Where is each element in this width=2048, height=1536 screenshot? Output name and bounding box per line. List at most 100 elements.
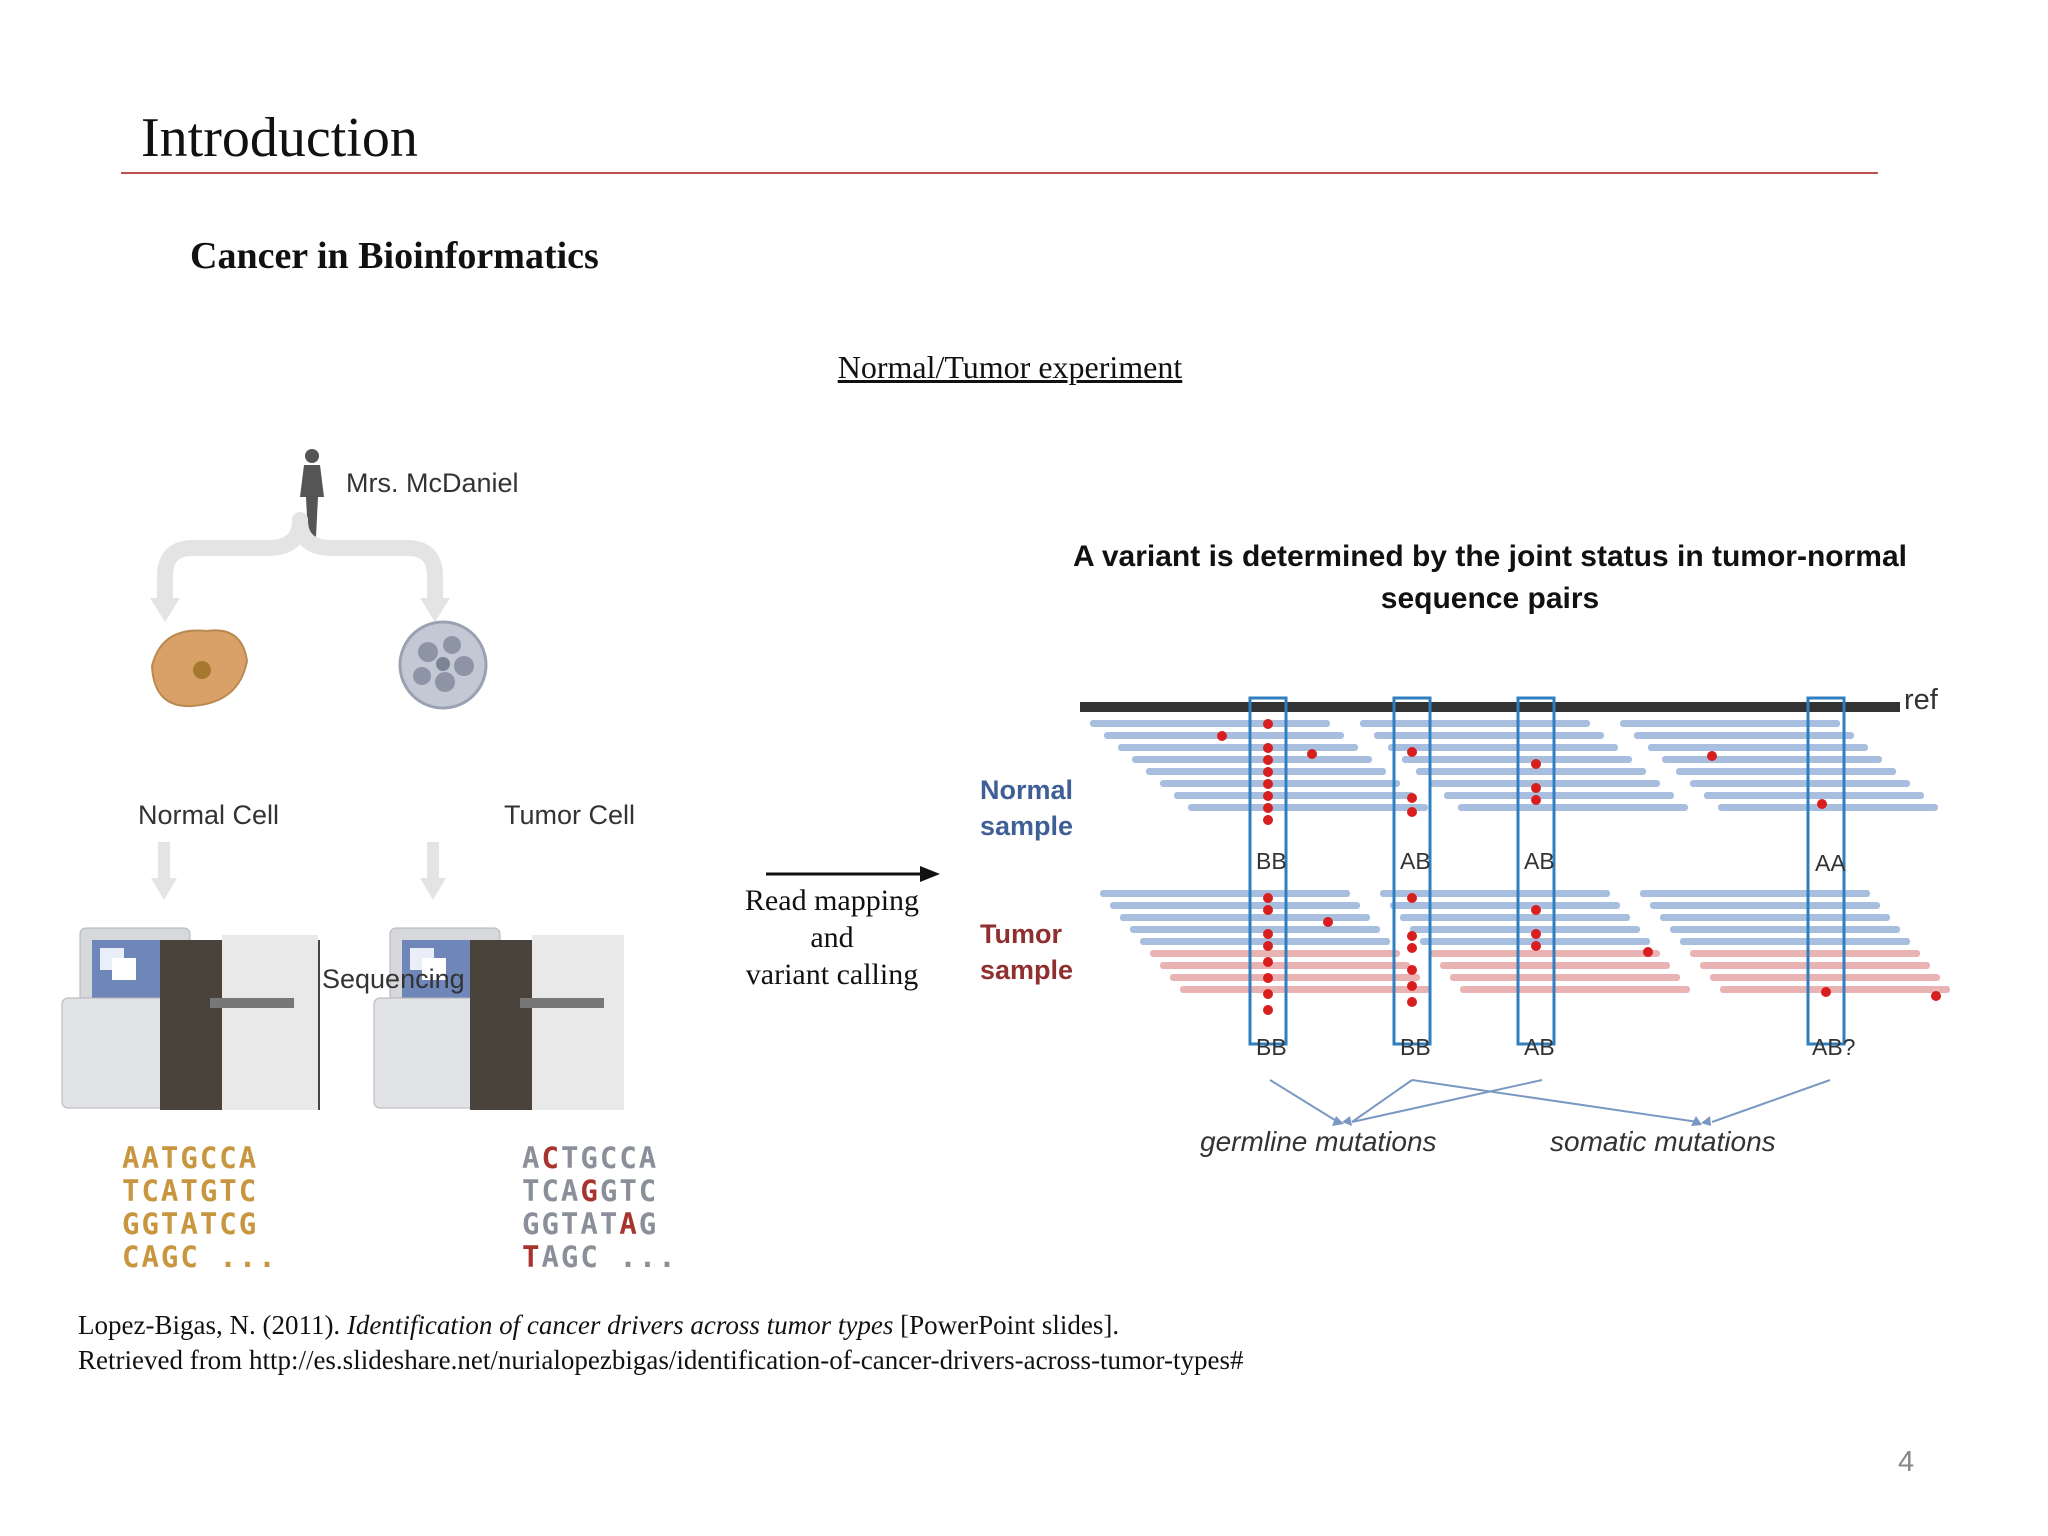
patient-label: Mrs. McDaniel — [346, 468, 519, 498]
sequence-line: TAGC ... — [522, 1241, 678, 1274]
variant-dot — [1263, 815, 1273, 825]
variant-box — [1806, 696, 1846, 1046]
sequence-read — [1410, 926, 1640, 933]
classification-arrows — [1269, 1079, 1831, 1123]
sequence-line: AATGCCA — [122, 1141, 259, 1175]
sequence-read — [1700, 962, 1930, 969]
variant-dot — [1407, 981, 1417, 991]
sequence-segment: AGC ... — [541, 1240, 678, 1274]
sequencer-tumor-icon — [373, 927, 624, 1110]
label-line: sample — [980, 811, 1074, 841]
variant-dot — [1263, 929, 1273, 939]
sequence-read — [1660, 914, 1890, 921]
variant-dot — [1263, 989, 1273, 999]
citation-line-1: Lopez-Bigas, N. (2011). Identification o… — [78, 1308, 1244, 1343]
variant-dot — [1407, 893, 1417, 903]
sequence-read — [1460, 986, 1690, 993]
caption-line: variant calling — [745, 958, 919, 991]
variant-box — [1248, 696, 1288, 1046]
normal-sample-label: Normal sample — [980, 772, 1073, 844]
sequence-segment: TCA — [522, 1174, 581, 1208]
sequence-read — [1650, 902, 1880, 909]
citation-line-2: Retrieved from http://es.slideshare.net/… — [78, 1345, 1244, 1375]
slide-subtitle: Cancer in Bioinformatics — [190, 235, 599, 277]
sequence-read — [1174, 792, 1414, 799]
sequence-segment: GGTAT — [522, 1207, 620, 1241]
label-line: sample — [980, 955, 1074, 985]
right-arrow-icon — [766, 866, 940, 882]
genotype-label: AB — [1400, 848, 1431, 874]
variant-dot — [1821, 987, 1831, 997]
person-icon — [300, 449, 324, 537]
sequence-read — [1690, 950, 1920, 957]
ref-label: ref — [1904, 684, 1938, 716]
variant-dot — [1407, 747, 1417, 757]
variant-boxes — [1248, 696, 1846, 1046]
normal-cell-icon — [150, 629, 249, 708]
variant-dot — [1263, 803, 1273, 813]
title-underline — [121, 172, 1878, 174]
sequence-segment: A — [522, 1141, 542, 1175]
variant-dot — [1931, 991, 1941, 1001]
sequence-read — [1132, 756, 1372, 763]
sequence-read — [1390, 902, 1620, 909]
citation-author: Lopez-Bigas, N. (2011). — [78, 1310, 347, 1340]
label-line: Normal — [980, 775, 1074, 805]
sequencer-normal-icon — [61, 927, 320, 1110]
variant-box — [1516, 696, 1556, 1046]
sequence-read — [1620, 720, 1840, 727]
citation-medium: [PowerPoint slides]. — [893, 1310, 1120, 1340]
sequence-read — [1718, 804, 1938, 811]
variant-dot — [1263, 743, 1273, 753]
sequence-read — [1458, 804, 1688, 811]
tumor-cell-icon — [398, 620, 488, 710]
page-number: 4 — [1898, 1446, 1915, 1478]
variant-dot — [1217, 731, 1227, 741]
sequence-read — [1640, 890, 1870, 897]
branch-arrows — [157, 512, 443, 612]
sequence-read — [1634, 732, 1854, 739]
sequence-read — [1140, 938, 1390, 945]
sequence-read — [1648, 744, 1868, 751]
sequence-read — [1720, 986, 1950, 993]
sequence-read — [1680, 938, 1910, 945]
sequence-read — [1400, 914, 1630, 921]
somatic-mutations-label: somatic mutations — [1550, 1126, 1776, 1157]
variant-dot — [1263, 779, 1273, 789]
variant-dot — [1407, 943, 1417, 953]
sequence-read — [1704, 792, 1924, 799]
sequence-read — [1090, 720, 1330, 727]
citation: Lopez-Bigas, N. (2011). Identification o… — [78, 1308, 1244, 1378]
sequencing-label: Sequencing — [322, 964, 465, 994]
sequence-read — [1416, 768, 1646, 775]
variant-dot — [1263, 905, 1273, 915]
mutated-base: T — [522, 1240, 542, 1274]
slide-title: Introduction — [141, 107, 418, 169]
read-mapping-caption: Read mapping and variant calling — [726, 882, 938, 993]
sequence-read — [1690, 780, 1910, 787]
sequence-read — [1450, 974, 1680, 981]
variant-dot — [1407, 931, 1417, 941]
normal-cell-label: Normal Cell — [138, 800, 280, 830]
germline-mutations-label: germline mutations — [1200, 1126, 1437, 1157]
variant-dot — [1531, 929, 1541, 939]
sequence-read — [1118, 744, 1358, 751]
variant-dot — [1531, 905, 1541, 915]
sequence-read — [1188, 804, 1428, 811]
variant-dot — [1407, 965, 1417, 975]
variant-dot — [1407, 793, 1417, 803]
sequence-read — [1160, 780, 1400, 787]
variant-dot — [1307, 749, 1317, 759]
genotype-label: AB — [1524, 1034, 1555, 1060]
sequence-read — [1110, 902, 1360, 909]
variant-dot — [1263, 1005, 1273, 1015]
variant-dot — [1263, 973, 1273, 983]
normal-sequence: AATGCCA TCATGTC GGTATCG CAGC ... — [122, 1142, 278, 1274]
label-line: Tumor — [980, 919, 1062, 949]
variant-dot — [1407, 997, 1417, 1007]
variant-dot — [1263, 767, 1273, 777]
caption-line: and — [810, 921, 854, 954]
variant-dot — [1263, 941, 1273, 951]
sequence-read — [1180, 986, 1430, 993]
variant-dot — [1263, 893, 1273, 903]
